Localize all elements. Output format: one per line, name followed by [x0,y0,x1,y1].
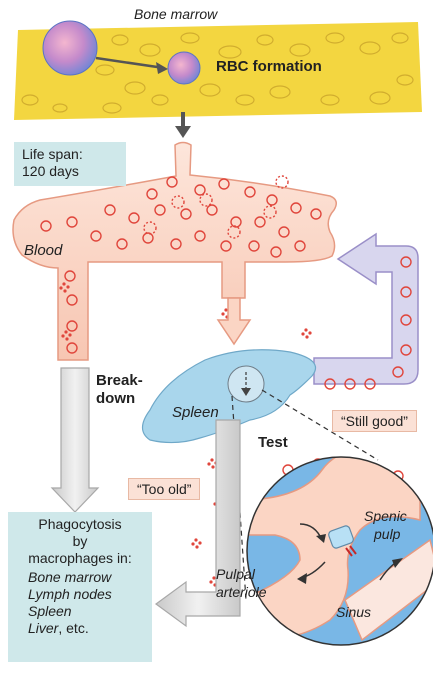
rbc-fragment [210,458,213,461]
phagocytosis-title-3: macrophages in: [16,550,144,567]
rbc-fragment [64,330,67,333]
breakdown-arrow [52,368,98,512]
arteriole-label: arteriole [216,584,267,600]
breakdown-label-1: Break- [96,372,143,389]
rbc-fragment [207,462,210,465]
rbc-fragment [194,538,197,541]
rbc-fragment [304,328,307,331]
phagocytosis-box: Phagocytosis by macrophages in: Bone mar… [8,512,152,662]
phagocytosis-title-1: Phagocytosis [16,516,144,533]
to-spleen-arrow [218,298,250,344]
life-span-days: 120 days [22,163,118,180]
test-label: Test [258,434,288,451]
breakdown-label-2: down [96,390,135,407]
bone-marrow-label: Bone marrow [134,6,217,22]
rbc-fragment [301,332,304,335]
rbc-fragment [198,541,201,544]
rbc-fragment [191,542,194,545]
life-span-box: Life span: 120 days [14,142,126,186]
phago-liver-text: Liver [28,620,58,636]
spleen-label: Spleen [172,404,219,421]
stem-cell-large [43,21,97,75]
rbc-fragment [211,465,214,468]
rbc-formation-label: RBC formation [216,58,322,75]
stem-cell-small [168,52,200,84]
rbc-fragment [195,545,198,548]
rbc-fragment [224,308,227,311]
phago-liver-suffix: , etc. [58,620,88,636]
rbc-fragment [63,289,66,292]
phagocytosis-title-2: by [16,533,144,550]
rbc-fragment [65,337,68,340]
life-span-label: Life span: [22,146,118,163]
phago-item-lymph-nodes: Lymph nodes [16,586,144,603]
sinus-label: Sinus [336,604,371,620]
pulp-label: pulp [374,526,400,542]
rbc-fragment [308,331,311,334]
phago-item-spleen: Spleen [16,603,144,620]
rbc-fragment [305,335,308,338]
spenic-label: Spenic [364,508,407,524]
rbc-fragment [59,286,62,289]
rbc-fragment [66,285,69,288]
rbc-fragment [61,334,64,337]
rbc-fragment [209,580,212,583]
blood-label: Blood [24,242,62,259]
rbc-cell-aged [276,176,288,188]
pulpal-label: Pulpal [216,566,255,582]
phago-item-liver: Liver, etc. [16,620,144,637]
rbc-fragment [221,312,224,315]
too-old-label: “Too old” [128,478,200,500]
phago-item-bone-marrow: Bone marrow [16,569,144,586]
rbc-fragment [68,333,71,336]
rbc-fragment [62,282,65,285]
still-good-label: “Still good” [332,410,417,432]
